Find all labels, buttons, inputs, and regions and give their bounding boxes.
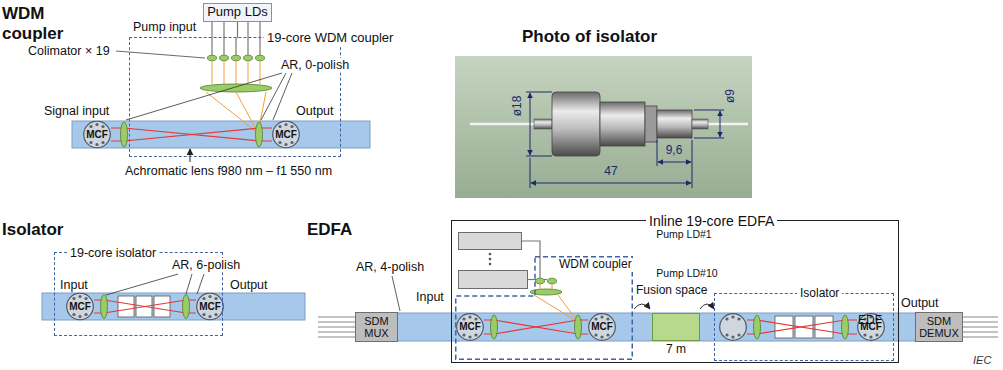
frame-title: 19-core WDM coupler [264, 31, 396, 46]
text-label: Output [901, 296, 939, 310]
fiber-label: MCF [591, 321, 613, 333]
box-label: SDM MUX [359, 315, 394, 339]
dashed-frame: WDM coupler [455, 256, 633, 360]
box-label: SDM DEMUX [919, 315, 959, 339]
section-heading: Photo of isolator [522, 27, 657, 47]
dimension: 47 [604, 165, 617, 179]
demux-box: SDM DEMUX [915, 312, 963, 342]
text-label: Output [230, 278, 268, 292]
dimension: ø18 [511, 96, 525, 117]
section-heading: WDM coupler [2, 4, 82, 43]
text-label: Achromatic lens f980 nm – f1 550 nm [125, 164, 332, 178]
edfa-drawing [318, 253, 998, 341]
dashed-outline [456, 257, 633, 360]
fiber-label: MCF [459, 321, 481, 333]
fiber-label: MCF [860, 321, 882, 333]
fiber-label: MCF [275, 129, 297, 141]
text-label: Colimator × 19 [28, 44, 110, 58]
text-label: Fusion space [636, 284, 707, 298]
watermark: IEC [973, 354, 991, 367]
mux-box: SDM MUX [355, 312, 398, 342]
pump-line [237, 22, 238, 38]
section-heading: EDFA [307, 220, 352, 240]
text-label: AR, 6-polish [170, 258, 242, 272]
box-label: Pump LD#10 [656, 268, 717, 280]
fiber-label: MCF [69, 301, 91, 313]
dimension: 7 m [666, 343, 686, 357]
frame-title: WDM coupler [556, 258, 635, 272]
fiber-label: MCF [86, 129, 108, 141]
text-label: Input [416, 290, 444, 304]
pump-box: Pump LDs [203, 3, 272, 22]
dashed-frame: 19-core WDM coupler [130, 38, 340, 156]
frame-title: Isolator [797, 287, 842, 301]
dimension: 9,6 [666, 144, 683, 158]
fiber [700, 315, 715, 340]
text-label: Input [60, 278, 88, 292]
fiber-label: MCF [199, 301, 221, 313]
pump-box: Pump LD#10 [458, 270, 528, 289]
text-label: Output [296, 104, 334, 118]
box-label: Pump LDs [207, 5, 268, 19]
pump-line [522, 241, 540, 256]
isolator-photo [455, 56, 752, 198]
fiber [633, 315, 652, 340]
text-label: AR, 0-polish [279, 58, 351, 72]
text-label: AR, 4-polish [356, 260, 424, 274]
text-label: Pump input [133, 20, 196, 34]
dimension: ø9 [724, 89, 738, 103]
frame-title: Inline 19-core EDFA [646, 213, 777, 229]
fiber [398, 315, 452, 340]
pump-box: Pump LD#1 [458, 232, 522, 250]
pump-line [528, 279, 535, 280]
text-label: Signal input [44, 104, 109, 118]
section-heading: Isolator [2, 220, 63, 240]
isolator-drawing [42, 274, 305, 320]
frame-title: 19-core isolator [67, 246, 159, 260]
fiber [898, 315, 915, 340]
fiber-box: EDF [652, 313, 700, 341]
box-label: Pump LD#1 [656, 229, 711, 241]
